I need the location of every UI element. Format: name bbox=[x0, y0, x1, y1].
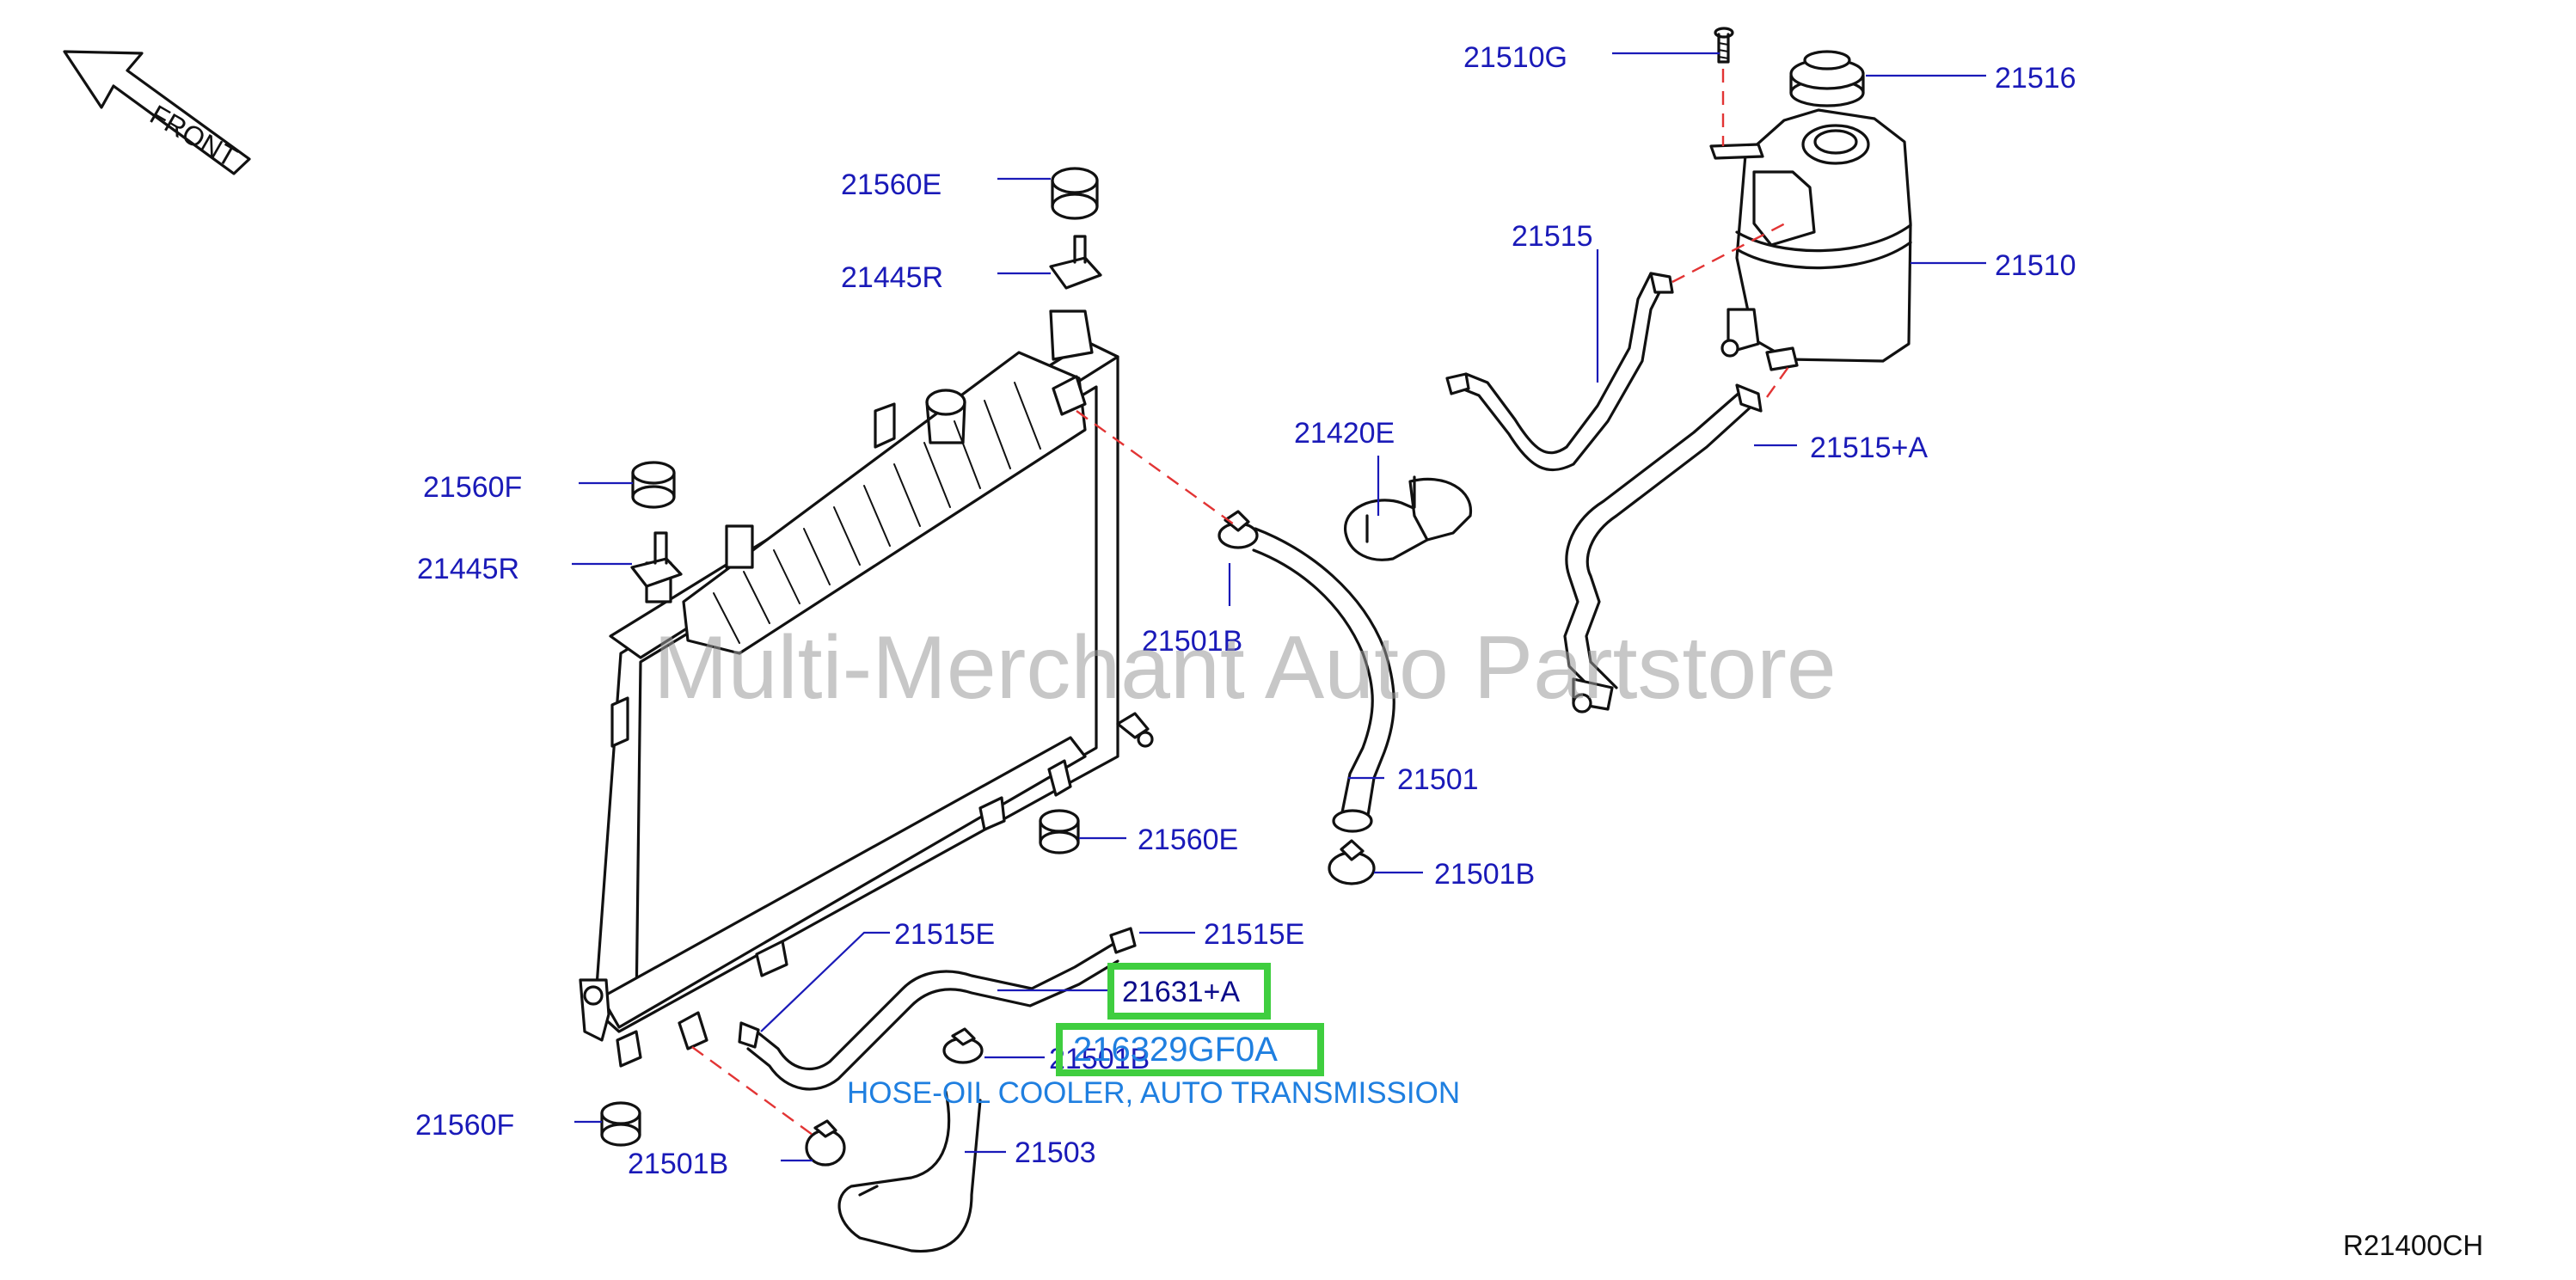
reservoir-cap-drawing bbox=[1789, 50, 1865, 107]
clamp-upper-drawing bbox=[1217, 510, 1259, 549]
label-21631A[interactable]: 21631+A bbox=[1122, 976, 1240, 1008]
reservoir-tank-drawing bbox=[1709, 108, 1912, 371]
label-21501B-bottom[interactable]: 21501B bbox=[628, 1148, 728, 1180]
label-21515A[interactable]: 21515+A bbox=[1810, 432, 1928, 464]
label-21445R-left[interactable]: 21445R bbox=[417, 553, 519, 585]
oil-cooler-hose-drawing bbox=[738, 927, 1137, 1091]
guide-line-hose-21515a bbox=[1766, 360, 1794, 398]
label-21560F-top[interactable]: 21560F bbox=[423, 471, 522, 504]
label-21560F-bottom[interactable]: 21560F bbox=[415, 1109, 514, 1142]
label-21515[interactable]: 21515 bbox=[1512, 220, 1593, 253]
label-21516[interactable]: 21516 bbox=[1995, 62, 2076, 95]
grommet-top-drawing bbox=[1051, 167, 1099, 220]
pin-left-drawing bbox=[630, 531, 683, 588]
part-description: HOSE-OIL COOLER, AUTO TRANSMISSION bbox=[847, 1076, 1460, 1110]
front-label: FRONT bbox=[145, 99, 242, 173]
diagram-code: R21400CH bbox=[2343, 1229, 2483, 1261]
clamp-lower-drawing bbox=[942, 1027, 984, 1064]
upper-radiator-hose-drawing bbox=[1252, 527, 1395, 833]
grommet-bottom-drawing bbox=[600, 1101, 641, 1147]
leader-lines bbox=[572, 52, 1986, 1162]
label-21503[interactable]: 21503 bbox=[1015, 1136, 1096, 1169]
part-number[interactable]: 216329GF0A bbox=[1073, 1031, 1278, 1069]
overflow-hose-drawing bbox=[1445, 272, 1674, 472]
highlight-box-21631A bbox=[1107, 963, 1271, 1020]
watermark-text: Multi-Merchant Auto Partstore bbox=[653, 618, 1837, 718]
radiator-drawing bbox=[579, 309, 1119, 1068]
label-21510G[interactable]: 21510G bbox=[1463, 41, 1567, 74]
grommet-left-drawing bbox=[631, 461, 676, 509]
label-21560E-mid[interactable]: 21560E bbox=[1138, 824, 1238, 856]
radiator-clip-drawing bbox=[1116, 712, 1154, 748]
label-21501B-right[interactable]: 21501B bbox=[1434, 858, 1535, 891]
bolt-drawing bbox=[1714, 27, 1734, 64]
label-21445R-top[interactable]: 21445R bbox=[841, 261, 943, 294]
label-21515E-left[interactable]: 21515E bbox=[894, 918, 995, 951]
clamp-bottom-drawing bbox=[805, 1119, 846, 1167]
label-21515E-right[interactable]: 21515E bbox=[1204, 918, 1304, 951]
front-arrow-icon bbox=[63, 50, 251, 175]
label-21501B-upper[interactable]: 21501B bbox=[1142, 625, 1242, 658]
label-21501[interactable]: 21501 bbox=[1397, 763, 1479, 796]
hose-clip-drawing bbox=[1344, 475, 1472, 561]
highlight-box-part-number bbox=[1056, 1023, 1324, 1076]
clamp-right-drawing bbox=[1328, 839, 1376, 885]
guide-line-lower-hose bbox=[691, 1046, 813, 1136]
guide-line-upper-hose bbox=[1076, 410, 1237, 527]
reservoir-hose-drawing bbox=[1563, 383, 1763, 713]
lower-radiator-hose-drawing bbox=[837, 1090, 982, 1253]
label-21510[interactable]: 21510 bbox=[1995, 249, 2076, 282]
label-21560E-top[interactable]: 21560E bbox=[841, 168, 941, 201]
label-21420E[interactable]: 21420E bbox=[1294, 417, 1395, 450]
pin-top-drawing bbox=[1049, 235, 1102, 290]
grommet-mid-drawing bbox=[1039, 809, 1080, 854]
